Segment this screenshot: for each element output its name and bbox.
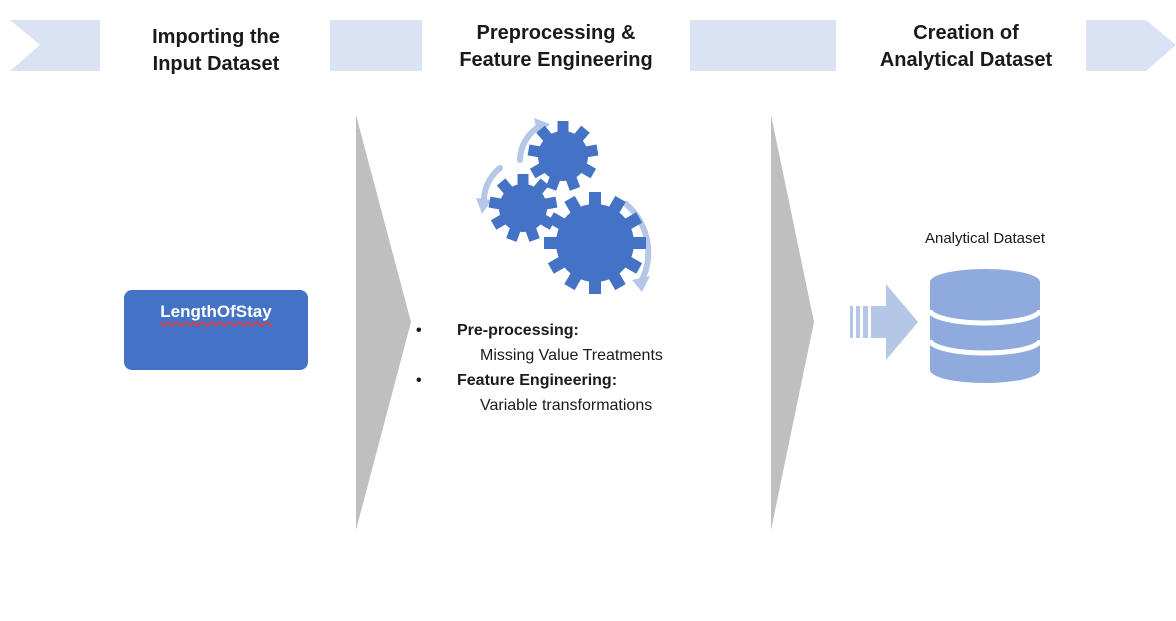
output-dataset-label: Analytical Dataset bbox=[924, 230, 1046, 247]
input-dataset-label: LengthOfStay bbox=[160, 302, 272, 321]
processing-steps-list: • Pre-processing: Missing Value Treatmen… bbox=[416, 318, 756, 418]
step-preprocessing: • Pre-processing: Missing Value Treatmen… bbox=[416, 318, 756, 368]
top-banner bbox=[10, 20, 1176, 71]
banner-segment-middle-2 bbox=[690, 20, 836, 71]
block-arrow-icon bbox=[850, 284, 918, 360]
step-feature-engineering: • Feature Engineering: Variable transfor… bbox=[416, 368, 756, 418]
separator-chevron-2 bbox=[771, 115, 814, 530]
stage-title-import: Importing the Input Dataset bbox=[152, 26, 280, 75]
banner-segment-start bbox=[10, 20, 100, 71]
banner-segment-end bbox=[1086, 20, 1176, 71]
stage-title-analytical-dataset: Creation of Analytical Dataset bbox=[879, 22, 1053, 71]
gear-small-top bbox=[527, 121, 599, 191]
step-heading: Feature Engineering: bbox=[457, 372, 618, 389]
bullet-icon: • bbox=[416, 372, 422, 389]
step-heading: Pre-processing: bbox=[457, 322, 579, 339]
step-detail: Missing Value Treatments bbox=[480, 347, 663, 364]
separator-chevron-1 bbox=[356, 115, 411, 530]
gear-small-left bbox=[488, 174, 558, 242]
database-icon bbox=[927, 269, 1043, 383]
gears-icon bbox=[476, 118, 652, 294]
input-dataset-box: LengthOfStay bbox=[124, 290, 308, 370]
bullet-icon: • bbox=[416, 322, 422, 339]
banner-segment-middle-1 bbox=[330, 20, 422, 71]
gear-large bbox=[544, 192, 646, 294]
step-detail: Variable transformations bbox=[480, 397, 653, 414]
stage-title-preprocessing: Preprocessing & Feature Engineering bbox=[459, 22, 653, 71]
